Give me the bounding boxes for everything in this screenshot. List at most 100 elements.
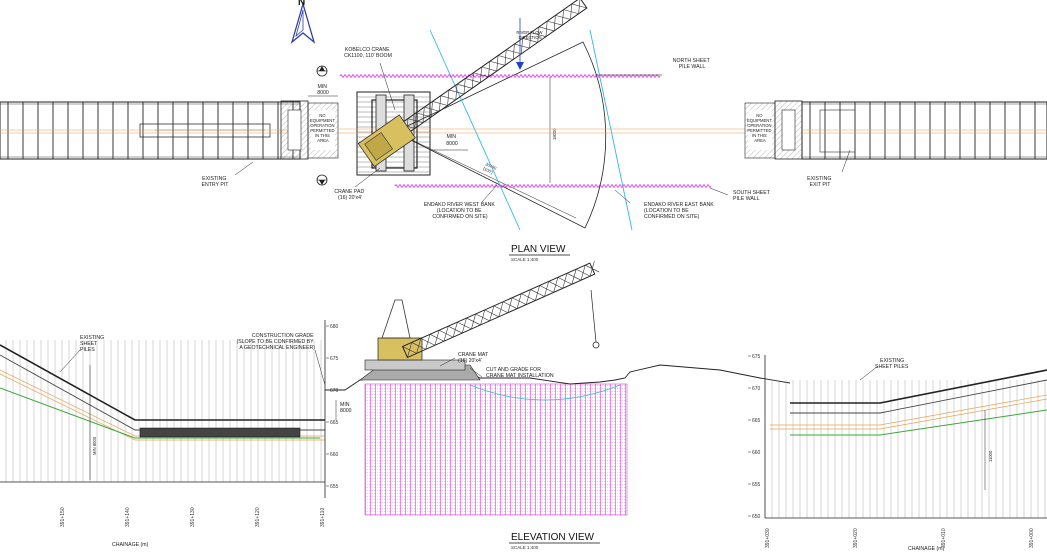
plan-view-title: PLAN VIEW xyxy=(511,244,566,255)
south-wall-label: SOUTH SHEET xyxy=(733,190,771,196)
east-bank-line xyxy=(589,29,633,231)
no-equipment-line: OPERATION xyxy=(747,123,771,128)
south-sheet-pile-wall xyxy=(394,184,712,188)
crane-boom-plan xyxy=(357,0,588,168)
chainage-ticks-right: 391+030 391+020 391+010 391+000 xyxy=(765,528,1035,548)
section-marker-icon xyxy=(316,174,328,186)
river-flow-label: RIVER FLOW xyxy=(516,30,542,35)
svg-text:KOBELCO CRANE CK1100, 11: KOBELCO CRANE CK1100, 110' BOOM xyxy=(344,47,392,59)
chainage-right-label: CHAINAGE (m) xyxy=(908,546,945,552)
svg-text:SOUTH SHEET PILE WALL: SOUTH SHEET PILE WALL xyxy=(733,190,771,202)
dim-vertical: 18000 xyxy=(552,128,557,140)
left-pipe-string xyxy=(0,101,301,160)
min-label: MIN xyxy=(340,402,350,408)
no-equipment-line: NO xyxy=(319,113,326,118)
north-sheet-pile-wall xyxy=(339,74,661,78)
crane-pad-mats xyxy=(357,96,430,173)
plan-view: NO EQUIPMENT OPERATION PERMITTED IN THIS… xyxy=(0,0,1047,262)
sheet-piles-right-label: EXISTING xyxy=(880,358,904,364)
crane-pad-size: (16) 20'x4' xyxy=(338,195,362,201)
west-bank-note: CONFIRMED ON SITE) xyxy=(432,214,488,220)
svg-text:ENDAKO RIVER EAST BANK (: ENDAKO RIVER EAST BANK (LOCATION TO BE C… xyxy=(644,202,715,220)
no-equipment-line: PERMITTED xyxy=(747,128,771,133)
east-bank-note: CONFIRMED ON SITE) xyxy=(644,214,700,220)
plan-view-scale: SCALE 1:400 xyxy=(511,257,539,262)
elevation-view-title: ELEVATION VIEW xyxy=(511,532,595,543)
svg-text:EXISTING EXIT PIT: EXISTING EXIT PIT xyxy=(807,176,833,188)
elevation-tick-label: 665 xyxy=(330,420,339,426)
entry-pit-label: EXISTING xyxy=(202,176,226,182)
no-equipment-zone-left: NO EQUIPMENT OPERATION PERMITTED IN THIS… xyxy=(307,102,339,159)
chainage-tick-label: 391+020 xyxy=(853,528,859,548)
no-equipment-line: NO xyxy=(756,113,763,118)
svg-text:CRANE MAT (16) 20'x4': CRANE MAT (16) 20'x4' xyxy=(458,352,490,364)
min-value: 8000 xyxy=(317,90,329,96)
svg-text:EXISTING SHEET PIL: EXISTING SHEET PILES xyxy=(80,335,106,353)
svg-text:EXISTING SHEET PILES: EXISTING SHEET PILES xyxy=(875,358,909,370)
chainage-tick-label: 391+000 xyxy=(1029,528,1035,548)
north-wall-label: PILE WALL xyxy=(679,64,706,70)
elevation-tick-label: 650 xyxy=(752,514,761,520)
cut-grade-label: CRANE MAT INSTALLATION xyxy=(486,373,554,379)
no-equipment-line: OPERATION xyxy=(310,123,334,128)
right-pipe-string xyxy=(801,101,1047,160)
chainage-tick-label: 391+130 xyxy=(190,507,196,527)
north-arrow-icon: N xyxy=(290,0,316,44)
entry-pit xyxy=(280,100,309,160)
entry-pit-label: ENTRY PIT xyxy=(202,182,230,188)
svg-text:NORTH SHEET PILE WALL: NORTH SHEET PILE WALL xyxy=(673,58,711,70)
svg-text:CONSTRUCTION GRADE (SLOP: CONSTRUCTION GRADE (SLOPE TO BE CONFIRME… xyxy=(237,333,316,351)
dim-min-left: MIN 8000 xyxy=(308,84,338,97)
svg-text:RIVER FLOW DIRECTION: RIVER FLOW DIRECTION xyxy=(516,30,543,40)
svg-text:MIN 8000: MIN 8000 xyxy=(446,134,458,147)
elevation-tick-label: 655 xyxy=(752,482,761,488)
north-wall-label: NORTH SHEET xyxy=(673,58,711,64)
svg-text:CUT AND GRADE FOR CRANE: CUT AND GRADE FOR CRANE MAT INSTALLATION xyxy=(486,367,554,379)
elevation-tick-label: 660 xyxy=(752,450,761,456)
west-bank-line xyxy=(429,29,521,231)
elevation-tick-label: 655 xyxy=(330,484,339,490)
chainage-left-label: CHAINAGE (m) xyxy=(112,542,149,548)
no-equipment-line: IN THIS xyxy=(752,133,767,138)
exit-pit xyxy=(774,100,803,160)
svg-text:EXISTING ENTRY PIT: EXISTING ENTRY PIT xyxy=(202,176,230,188)
no-equipment-line: AREA xyxy=(754,138,766,143)
chainage-tick-label: 391+030 xyxy=(765,528,771,548)
no-equipment-line: EQUIPMENT xyxy=(310,118,335,123)
construction-grade-label: CONSTRUCTION GRADE xyxy=(252,333,314,339)
min-vertical-dim: MIN 8000 xyxy=(92,436,97,455)
elevation-tick-label: 670 xyxy=(752,386,761,392)
crane-swing-radius: 18000 30480 [100'] xyxy=(394,41,607,229)
crane-mat-size: (16) 20'x4' xyxy=(458,358,482,364)
pipe-segments xyxy=(809,102,1036,159)
svg-text:NO EQUIPMENT O: NO EQUIPMENT OPERATION PERMITTED IN THIS… xyxy=(747,113,773,143)
left-section: MIN 8000 xyxy=(0,320,326,498)
no-equipment-line: IN THIS xyxy=(315,133,330,138)
right-section: 11000 xyxy=(764,355,1047,519)
dim-min-center: MIN 8000 xyxy=(432,134,468,151)
chainage-tick-label: 391+010 xyxy=(941,528,947,548)
kobelco-crane-label: KOBELCO CRANE xyxy=(345,47,390,53)
sheet-pile-lines xyxy=(771,380,1046,518)
elevation-tick-label: 665 xyxy=(752,418,761,424)
no-equipment-line: EQUIPMENT xyxy=(747,118,772,123)
chainage-tick-label: 391+110 xyxy=(320,508,326,527)
elevation-tick-label: 670 xyxy=(330,388,339,394)
sheet-piles-label: EXISTING xyxy=(80,335,104,341)
kobelco-crane-model: CK1100, 110' BOOM xyxy=(344,53,392,59)
west-bank-note: (LOCATION TO BE xyxy=(437,208,482,214)
cut-grade-label: CUT AND GRADE FOR xyxy=(486,367,541,373)
min-value: 8000 xyxy=(446,141,458,147)
dim-right: 11000 xyxy=(988,450,993,462)
svg-text:CRANE PAD (16) 20'x4': CRANE PAD (16) 20'x4' xyxy=(334,189,365,201)
section-marker-icon xyxy=(316,65,328,77)
construction-grade-note: A GEOTECHNICAL ENGINEER) xyxy=(239,345,315,351)
north-arrow-label: N xyxy=(298,0,305,8)
elevation-tick-label: 660 xyxy=(330,452,339,458)
svg-text:NO EQUIPMENT O: NO EQUIPMENT OPERATION PERMITTED IN THIS… xyxy=(310,113,336,143)
